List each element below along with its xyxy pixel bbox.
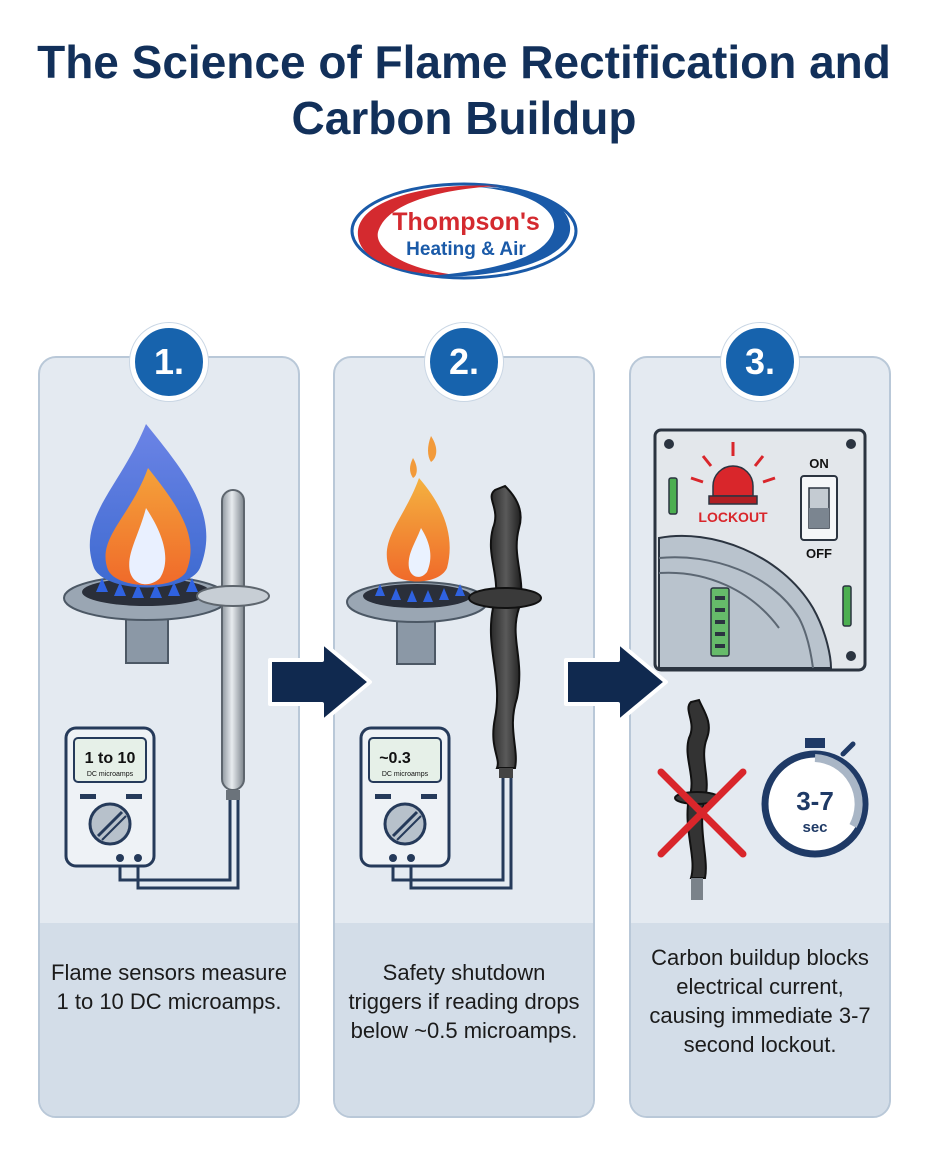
step-2-illustration: ~0.3 DC microamps (346, 436, 542, 890)
timer-value: 3-7 (796, 786, 834, 816)
meter-unit: DC microamps (87, 771, 134, 778)
step-3-panel: LOCKOUT ON OFF 3-7 sec Carbon buildup bl… (629, 356, 891, 1118)
blocked-sensor-rod (686, 698, 710, 879)
step-1-panel: 1 to 10 DC microamps Flame sensors measu… (38, 356, 300, 1118)
caption-background (631, 923, 889, 1116)
switch-on-label: ON (809, 456, 829, 471)
company-logo: Thompson's Heating & Air (350, 182, 578, 280)
step-2-badge: 2. (425, 323, 503, 401)
meter-reading: ~0.3 (379, 750, 411, 767)
step-1-caption: Flame sensors measure 1 to 10 DC microam… (51, 960, 287, 1014)
step-2-panel: ~0.3 DC microamps Safety shutdown trigge… (333, 356, 595, 1118)
weak-flame-icon (386, 478, 450, 582)
stopwatch-icon (761, 738, 869, 858)
step-1-illustration: 1 to 10 DC microamps (63, 424, 270, 890)
clean-flame-sensor-rod (221, 489, 245, 791)
page-title: The Science of Flame Rectification and C… (37, 36, 891, 144)
caption-background (40, 923, 298, 1116)
switch-off-label: OFF (806, 546, 832, 561)
step-3-illustration: LOCKOUT ON OFF 3-7 sec (653, 428, 869, 900)
logo-line2: Heating & Air (406, 239, 526, 260)
multimeter-icon (359, 726, 451, 868)
step-3-caption: Carbon buildup blocks electrical current… (649, 945, 871, 1057)
logo-line1: Thompson's (392, 208, 540, 236)
power-switch-icon (800, 475, 838, 541)
arrow-right-icon (564, 640, 668, 724)
timer-unit: sec (802, 819, 827, 836)
alarm-light-icon (690, 442, 776, 505)
meter-unit: DC microamps (382, 771, 429, 778)
meter-reading: 1 to 10 (85, 750, 136, 767)
furnace-control-board-icon (653, 428, 867, 672)
arrow-right-icon (268, 640, 372, 724)
step-1-badge: 1. (130, 323, 208, 401)
step-3-badge: 3. (721, 323, 799, 401)
red-x-icon (657, 768, 747, 858)
step-2-caption: Safety shutdown triggers if reading drop… (348, 960, 580, 1043)
caption-background (335, 923, 593, 1116)
multimeter-icon (64, 726, 156, 868)
lockout-label: LOCKOUT (698, 509, 768, 525)
carbon-coated-sensor-rod (489, 484, 523, 769)
